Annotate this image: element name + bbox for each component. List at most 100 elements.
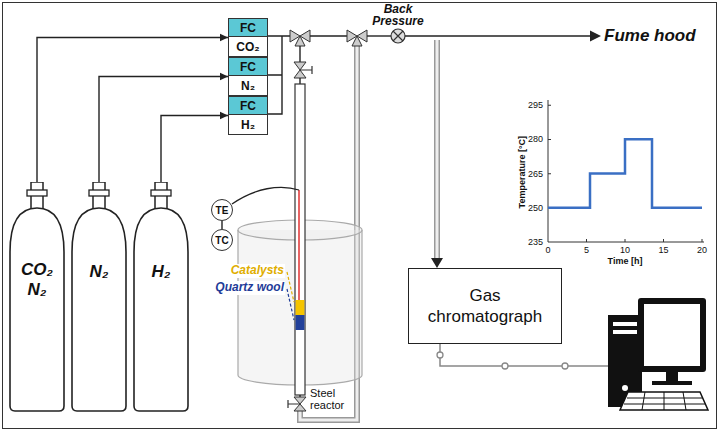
tick-label: 265 (528, 169, 543, 179)
gas-name: N₂ (241, 78, 255, 95)
controller-header: FC (229, 97, 267, 115)
steel-reactor (295, 84, 305, 395)
signal-cable (440, 344, 608, 366)
cylinder-outline (132, 182, 190, 412)
exhaust-line (405, 35, 592, 37)
controller-tag: FC (240, 60, 256, 75)
arrow-head (431, 258, 443, 268)
drive-bay (613, 322, 637, 326)
gas-name: CO₂ (236, 39, 259, 56)
gas-name: H₂ (241, 117, 255, 134)
tick-label: 0 (545, 245, 550, 255)
arrow-head (220, 73, 228, 81)
quartz-label: Quartz wool (214, 281, 285, 295)
sensor-circle: TE (211, 199, 233, 221)
connector-line (99, 77, 228, 183)
cylinder-valve (89, 190, 109, 196)
gas-cylinder: H₂ (132, 182, 190, 412)
connector (222, 221, 223, 229)
shutoff-valve (294, 404, 306, 411)
connector (37, 34, 228, 182)
quartz-wool (296, 315, 305, 330)
axis-ticks (548, 105, 702, 242)
chart-axes (548, 100, 704, 242)
sensor-tag: TE (216, 205, 229, 216)
cylinder-body (10, 208, 64, 411)
back-pressure-valve (391, 29, 405, 43)
gas-line (299, 46, 300, 62)
three-way-valve (295, 36, 305, 46)
cylinder-body (72, 208, 126, 411)
tick-label: 20 (697, 245, 707, 255)
gas-line (367, 35, 391, 36)
cylinder-outline (70, 182, 128, 412)
cylinder-valve (27, 190, 47, 196)
arrow-head (220, 34, 228, 42)
connector-line (37, 38, 228, 183)
gas-cylinder: N₂ (70, 182, 128, 412)
frame (3, 3, 717, 429)
monitor-screen (644, 304, 700, 366)
tick-label: 15 (658, 245, 668, 255)
sensor-tag: TC (215, 235, 228, 246)
temperature-profile (548, 139, 702, 208)
controller-header: FC (229, 19, 267, 37)
connector (99, 73, 228, 182)
drive-bay (613, 330, 637, 334)
gas-line (299, 78, 300, 84)
sensor-wire (232, 187, 299, 204)
cylinder-valve (151, 190, 171, 196)
connector (161, 112, 228, 182)
tick-label: 280 (528, 134, 543, 144)
monitor-stand (666, 372, 678, 381)
cable-node (562, 363, 568, 369)
cylinder-body (134, 208, 188, 411)
flow-controller: FC N₂ (228, 57, 268, 96)
gas-line (268, 36, 290, 114)
connector-line (221, 221, 222, 229)
gas-name: N₂ (90, 262, 109, 282)
gas-cylinder: CO₂ N₂ (8, 182, 66, 412)
reactor-label: Steel reactor (310, 387, 344, 411)
sensor-circle: TC (211, 229, 233, 251)
power-button (622, 385, 628, 391)
thermocouple-wire (298, 190, 300, 300)
shutoff-valve (294, 62, 306, 70)
three-way-valve (352, 36, 362, 46)
catalyst-bed (296, 300, 305, 315)
controller-header: FC (229, 58, 267, 76)
controller-body: H₂ (229, 115, 267, 134)
axis-title: Temperature [°C] (517, 136, 527, 208)
instrument-box: Gas chromatograph (408, 268, 562, 344)
controller-body: N₂ (229, 76, 267, 95)
tick-label: 295 (528, 100, 543, 110)
leader-line (287, 272, 294, 302)
gas-line (310, 35, 347, 36)
arrow-head (590, 31, 601, 42)
sample-pipe (434, 40, 440, 258)
monitor-stand (652, 381, 692, 385)
controller-tag: FC (240, 21, 256, 36)
sample-pipe (436, 40, 439, 258)
cable-node (437, 352, 443, 358)
controller-tag: FC (240, 99, 256, 114)
gas-name: CO₂ N₂ (21, 260, 53, 300)
valve-label: Back Pressure (372, 3, 423, 27)
connector-line (161, 116, 228, 183)
instrument-name: Gas chromatograph (423, 285, 547, 327)
valve-handle (300, 66, 312, 74)
cable-node (502, 363, 508, 369)
leader-line (287, 289, 294, 320)
keyboard (620, 392, 708, 410)
shutoff-valve (294, 70, 306, 78)
gas-name: H₂ (152, 262, 171, 282)
tick-label: 5 (584, 245, 589, 255)
flow-controller: FC H₂ (228, 96, 268, 135)
axis-title: Time [h] (608, 256, 643, 266)
valve-handle (288, 400, 300, 408)
back-pressure-valve (393, 31, 403, 41)
tick-label: 250 (528, 203, 543, 213)
arrow-head (220, 112, 228, 120)
flow-controller: FC CO₂ (228, 18, 268, 57)
